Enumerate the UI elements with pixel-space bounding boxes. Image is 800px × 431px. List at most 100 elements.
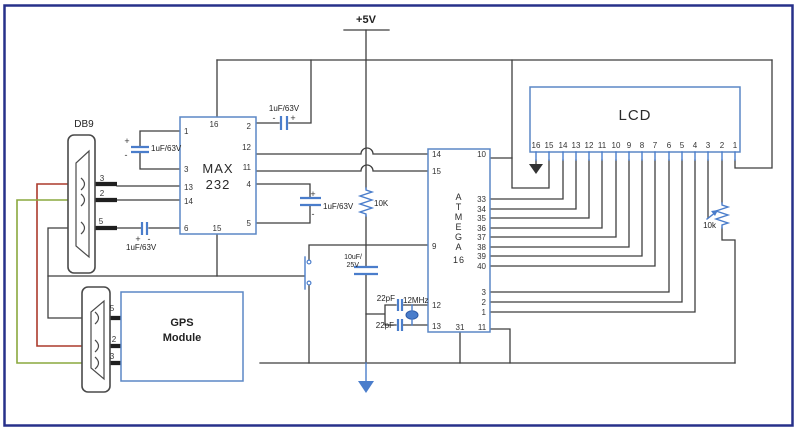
atmega-pin1: 1 (482, 308, 487, 317)
lcd-box (529, 86, 741, 153)
atmega-box (427, 148, 491, 333)
lcd-pin15: 15 (545, 141, 554, 150)
vcc-to-lcd1-loop (734, 59, 773, 169)
lcd-pin-stubs (535, 151, 736, 161)
crystal-label: 12MHz (403, 296, 428, 305)
cap4-label: 1uF/63V (126, 243, 157, 252)
atmega-pin33: 33 (477, 195, 486, 204)
atmega-char-6: 16 (453, 255, 465, 265)
xtal-cap-bottom-label: 22pF (376, 321, 394, 330)
gps-module-label-1: GPS (170, 317, 193, 329)
atmega-pin39: 39 (477, 252, 486, 261)
max232-chargepump-c1-wires (139, 130, 181, 170)
lcd-pin6: 6 (667, 141, 672, 150)
wires (47, 29, 773, 364)
lcd-pin3: 3 (706, 141, 711, 150)
lcd-pin13: 13 (572, 141, 581, 150)
max232-rx-wire-hop (255, 164, 429, 172)
max232-tx-wire-hop (255, 147, 429, 155)
atmega-char-4: G (455, 232, 463, 242)
lcd-pin4: 4 (693, 141, 698, 150)
atmega-pin40: 40 (477, 262, 486, 271)
cap4-plus: + (135, 234, 140, 244)
cap1-label: 1uF/63V (151, 144, 182, 153)
gps-connector-pin-sockets (94, 311, 100, 370)
gps-connector-pin2-label: 2 (112, 335, 117, 344)
atmega-pin37: 37 (477, 233, 486, 242)
lcd-pin12: 12 (585, 141, 594, 150)
gps-connector-pin3-label: 3 (110, 352, 115, 361)
db9-label: DB9 (74, 119, 94, 130)
gps-module-box (120, 291, 244, 382)
lcd-pin5: 5 (680, 141, 685, 150)
lcd-pin8: 8 (640, 141, 645, 150)
pullup-resistor (357, 187, 375, 217)
max232-pin1: 1 (184, 127, 189, 136)
max232-pin6: 6 (184, 224, 189, 233)
max232-pin4: 4 (247, 180, 252, 189)
atmega-pin2: 2 (482, 298, 487, 307)
reset-switch-contact-top (306, 259, 312, 265)
max232-box (179, 116, 257, 235)
contrast-pot-label: 10k (703, 221, 717, 230)
lcd-pin14: 14 (559, 141, 568, 150)
lcd2-pot-wires (721, 159, 736, 364)
atmega-pin38: 38 (477, 243, 486, 252)
atmega-pin11-wire (489, 328, 511, 364)
lcd-pin7: 7 (653, 141, 658, 150)
cap3-minus: - (312, 209, 315, 219)
lcd-data-bus-wires (489, 159, 696, 313)
db9-connector (67, 134, 96, 274)
atmega-char-5: A (455, 242, 462, 252)
lcd-pin11: 11 (598, 141, 607, 150)
atmega-pin14: 14 (432, 150, 441, 159)
cap4-minus: - (148, 234, 151, 244)
components (131, 116, 736, 393)
lcd-pin-labels: 16 15 14 13 12 11 10 9 8 7 6 5 4 3 2 1 (532, 141, 738, 150)
max232-pin12: 12 (242, 143, 251, 152)
lcd16-ground-arrow (529, 164, 543, 174)
atmega-name-letters: A T M E G A 16 (453, 192, 465, 265)
pullup-resistor-label: 10K (374, 199, 389, 208)
max232-name-2: 232 (206, 177, 231, 192)
cap2-plus: + (290, 113, 295, 123)
db9-pin2-label: 2 (100, 189, 105, 198)
atmega-pin36: 36 (477, 224, 486, 233)
reset-node-wire (308, 244, 429, 261)
atmega-pin9: 9 (432, 242, 437, 251)
cap1-plates (131, 145, 149, 154)
db9-pin3-label: 3 (100, 174, 105, 183)
xtal-cap-top-label: 22pF (377, 294, 395, 303)
atmega-char-1: T (456, 202, 463, 212)
xtal-wires (365, 304, 429, 326)
max232-chargepump-c3-wires (255, 183, 311, 224)
xtal-cap-plates (396, 299, 404, 331)
atmega-char-0: A (455, 192, 462, 202)
reset-cap-plates (354, 265, 378, 276)
max232-pin11: 11 (243, 163, 252, 172)
lcd-pin16: 16 (532, 141, 541, 150)
cap3-plates (300, 196, 321, 207)
atmega-pin12: 12 (432, 301, 441, 310)
cap2-plates (279, 116, 289, 130)
connector-pin-bars (86, 181, 128, 366)
gps-module-label-2: Module (163, 332, 202, 344)
atmega-char-3: E (455, 222, 462, 232)
max232-pin3: 3 (184, 165, 189, 174)
cap2-label: 1uF/63V (269, 104, 300, 113)
atmega-pin3: 3 (482, 288, 487, 297)
gps-connector-inner-shell (90, 299, 105, 381)
gps-serial-connector (81, 286, 111, 393)
lcd-pin9: 9 (627, 141, 632, 150)
cap1-minus: - (125, 150, 128, 160)
contrast-pot-resistor (713, 202, 731, 229)
atmega-pin35: 35 (477, 214, 486, 223)
db9-inner-shell (75, 149, 90, 259)
red-serial-wire (36, 183, 97, 347)
ground-symbol-arrow (358, 381, 374, 393)
gps-connector-pin5-label: 5 (110, 304, 115, 313)
component-labels: + - 1uF/63V 1uF/63V - + + 1uF/63V - + - … (124, 104, 717, 330)
vcc-to-lcd15-wire (511, 59, 550, 189)
crystal-body (405, 310, 419, 320)
atmega-pin-labels: 14 15 9 12 13 10 33 34 35 36 37 38 39 40… (432, 150, 487, 332)
